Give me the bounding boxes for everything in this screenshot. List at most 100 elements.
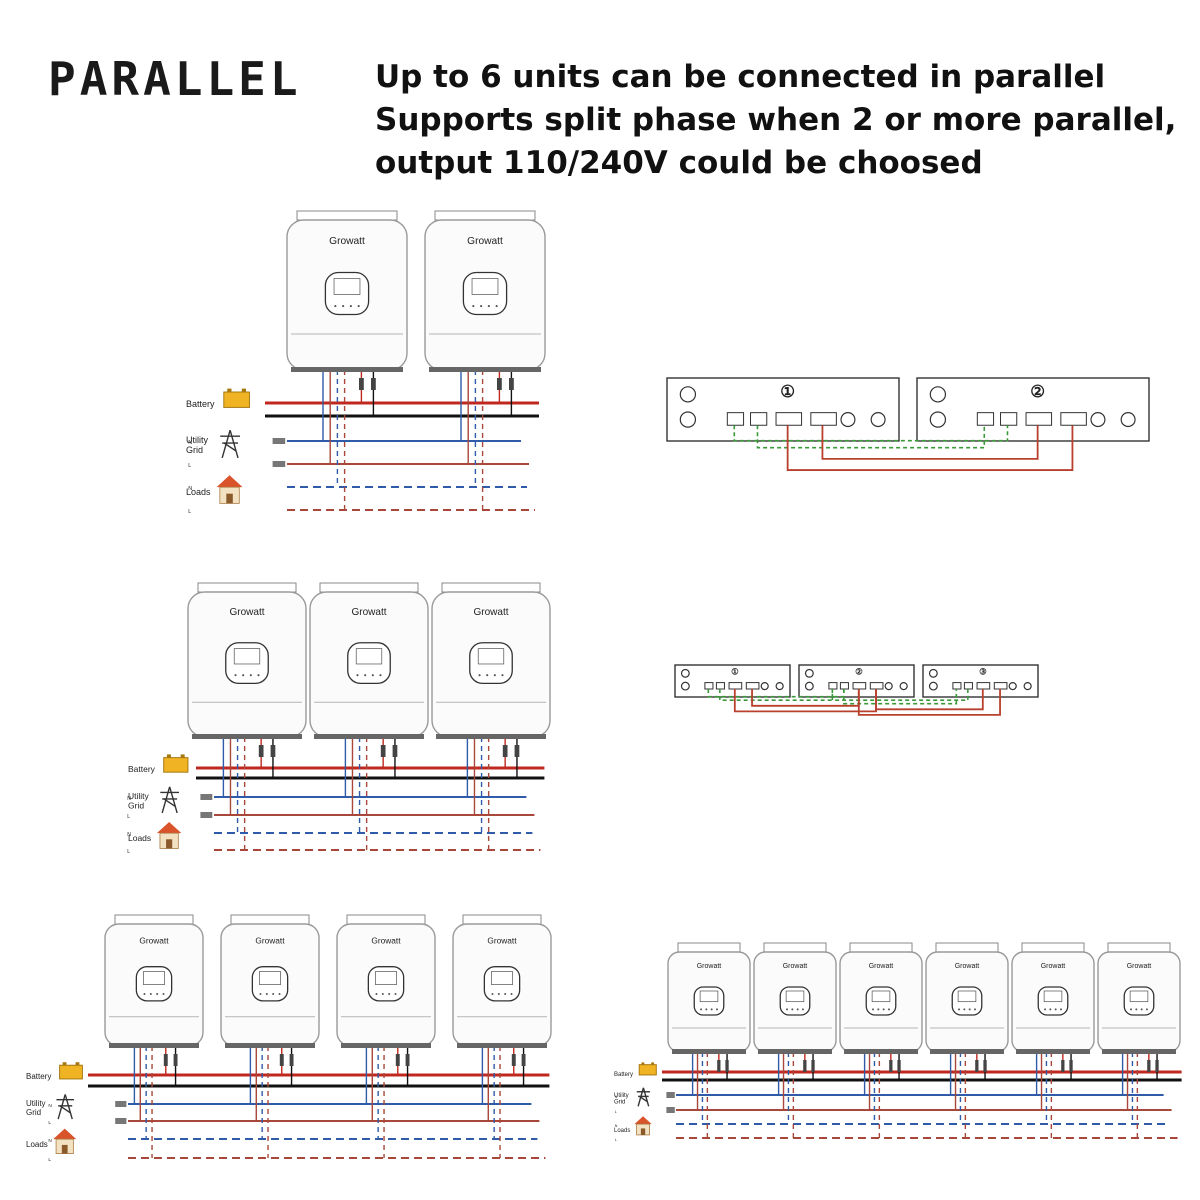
share-port: [726, 412, 745, 426]
unit-number: ①: [731, 667, 738, 677]
panel-hole: [679, 411, 697, 428]
share-port: [715, 682, 725, 690]
load-line-tag: L: [127, 849, 130, 855]
panel-button: [478, 674, 481, 677]
panel-button: [497, 993, 500, 996]
inverter-unit: Growatt: [431, 582, 551, 739]
panel-hole: [679, 386, 697, 403]
lcd-screen: [233, 648, 261, 665]
house-roof-icon: [156, 821, 182, 834]
panel-button: [242, 674, 245, 677]
share-cable: [733, 425, 1009, 442]
panel-hole: [680, 681, 690, 691]
utility-label: Utility: [614, 1093, 629, 1099]
share-port: [952, 682, 962, 690]
power-tower-brace: [163, 798, 176, 808]
breaker-icon: [725, 1060, 729, 1072]
breaker-icon: [371, 378, 376, 390]
panel-button: [705, 1008, 708, 1011]
panel-button: [963, 1008, 966, 1011]
brand-logo: Growatt: [783, 963, 808, 970]
lcd-screen: [259, 971, 281, 985]
panel-button: [510, 993, 513, 996]
comm-panel: [798, 664, 915, 698]
terminal-strip: [341, 1043, 431, 1048]
lcd-screen: [871, 990, 891, 1003]
breaker-icon: [509, 378, 514, 390]
inverter-unit: Growatt: [667, 942, 751, 1054]
terminal-strip: [436, 734, 546, 739]
house-door-icon: [61, 1144, 68, 1154]
power-tower-icon: [636, 1087, 650, 1107]
panel-hole: [804, 668, 814, 678]
terminal-strip: [457, 1043, 547, 1048]
terminal-strip: [844, 1049, 918, 1054]
inverter-unit: Growatt: [1011, 942, 1095, 1054]
panel-hole: [1120, 412, 1136, 428]
panel-button: [149, 993, 152, 996]
panel-button: [1130, 1008, 1133, 1011]
terminal-strip: [1102, 1049, 1176, 1054]
mounting-bracket: [197, 582, 297, 593]
panel-button: [480, 305, 483, 308]
breaker-icon: [289, 1054, 294, 1066]
panel-button: [1049, 1008, 1052, 1011]
share-port: [839, 682, 849, 690]
share-port: [963, 682, 973, 690]
breaker-icon: [380, 745, 386, 757]
lcd-screen: [1043, 990, 1063, 1003]
grid-breaker-icon: [200, 812, 213, 818]
battery-terminal-icon: [227, 388, 232, 393]
grid-label: Grid: [614, 1100, 625, 1106]
brand-logo: Growatt: [467, 236, 503, 247]
battery-icon: [163, 757, 189, 773]
mounting-bracket: [319, 582, 419, 593]
grid-neutral-tag: N: [127, 796, 131, 802]
parallel-port: [976, 682, 991, 690]
panel-button: [272, 993, 275, 996]
share-cable: [756, 425, 986, 449]
grid-breaker-icon: [115, 1118, 127, 1124]
mounting-bracket: [296, 210, 398, 221]
panel-button: [342, 305, 345, 308]
panel-button: [1135, 1008, 1138, 1011]
share-cable: [719, 689, 834, 702]
inverter-unit: Growatt: [839, 942, 923, 1054]
battery-label: Battery: [26, 1072, 51, 1081]
parallel-cable: [857, 689, 1001, 716]
panel-button: [487, 305, 490, 308]
breaker-icon: [811, 1060, 815, 1072]
share-port: [704, 682, 714, 690]
lcd-screen: [333, 278, 361, 295]
grid-label: Grid: [186, 445, 203, 455]
parallel-port: [869, 682, 884, 690]
panel-button: [504, 993, 507, 996]
breaker-icon: [1061, 1060, 1065, 1072]
parallel-port: [1025, 412, 1053, 426]
panel-hole: [1090, 412, 1106, 428]
panel-hole: [804, 681, 814, 691]
panel-button: [791, 1008, 794, 1011]
brand-logo: Growatt: [329, 236, 365, 247]
mounting-bracket: [1021, 942, 1085, 953]
panel-button: [249, 674, 252, 677]
terminal-strip: [291, 367, 403, 372]
brand-logo: Growatt: [487, 936, 517, 946]
grid-line-tag: L: [188, 463, 191, 469]
panel-button: [973, 1008, 976, 1011]
panel-button: [375, 993, 378, 996]
grid-line-tag: L: [127, 814, 130, 820]
panel-button: [371, 674, 374, 677]
panel-button: [958, 1008, 961, 1011]
load-neutral-tag: N: [615, 1124, 618, 1128]
inverter-unit: Growatt: [753, 942, 837, 1054]
share-port: [976, 412, 995, 426]
panel-button: [278, 993, 281, 996]
brand-logo: Growatt: [139, 936, 169, 946]
lcd-screen: [699, 990, 719, 1003]
share-port: [750, 412, 768, 426]
brand-logo: Growatt: [697, 963, 722, 970]
